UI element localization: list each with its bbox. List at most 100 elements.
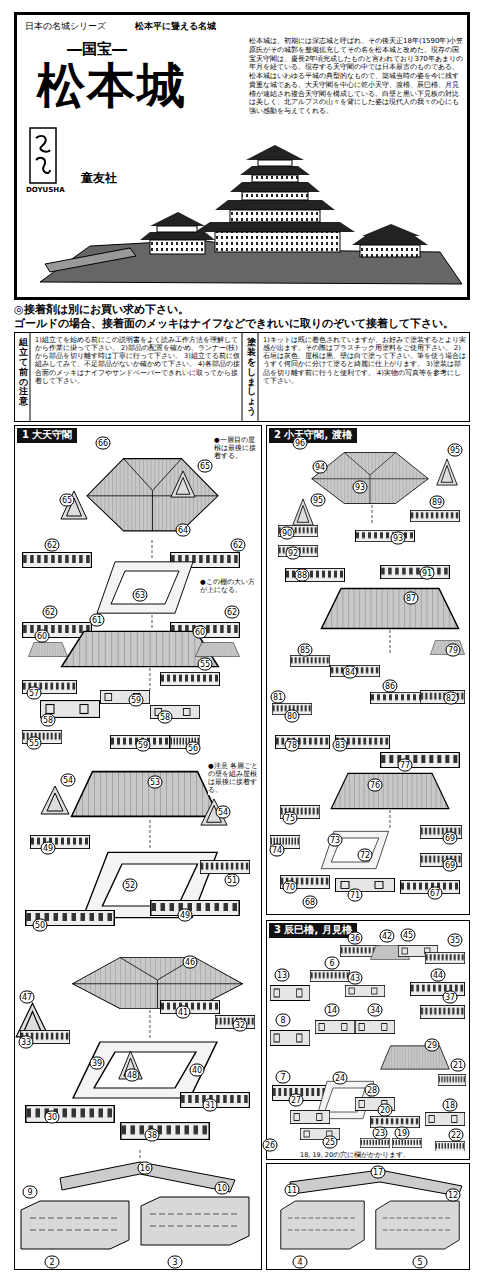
callout-number: 96 bbox=[293, 437, 308, 450]
callout-number: 4 bbox=[293, 1256, 308, 1269]
callout-number: 20 bbox=[378, 1104, 393, 1117]
callout-number: 12 bbox=[446, 1189, 461, 1202]
callout-number: 95 bbox=[448, 444, 463, 457]
callout-number: 69 bbox=[443, 832, 458, 845]
callout-number: 75 bbox=[283, 812, 298, 825]
callout-number: 94 bbox=[313, 461, 328, 474]
callout-number: 59 bbox=[136, 739, 151, 752]
callout-number: 73 bbox=[328, 834, 343, 847]
callout-number: 45 bbox=[401, 929, 416, 942]
callout-number: 93 bbox=[353, 481, 368, 494]
callout-number: 52 bbox=[123, 879, 138, 892]
callout-number: 93 bbox=[391, 532, 406, 545]
callout-number: 42 bbox=[380, 930, 395, 943]
callout-number: 32 bbox=[233, 1019, 248, 1032]
callout-number: 62 bbox=[45, 539, 60, 552]
callout-number: 66 bbox=[96, 437, 111, 450]
callout-number: 59 bbox=[129, 694, 144, 707]
callout-number: 19 bbox=[395, 1127, 410, 1140]
section-panel: 3 辰巳櫓, 月見櫓 bbox=[266, 920, 470, 1160]
callout-number: 26 bbox=[263, 1139, 278, 1152]
callout-number: 35 bbox=[448, 934, 463, 947]
callout-number: 85 bbox=[298, 644, 313, 657]
note-text: DOYUSHA bbox=[26, 186, 65, 195]
callout-number: 69 bbox=[443, 859, 458, 872]
callout-number: 92 bbox=[286, 547, 301, 560]
heading-text: 松本城 bbox=[37, 55, 187, 115]
callout-number: 8 bbox=[276, 1014, 291, 1027]
callout-number: 78 bbox=[285, 739, 300, 752]
callout-number: 62 bbox=[231, 539, 246, 552]
callout-number: 55 bbox=[27, 737, 42, 750]
callout-number: 41 bbox=[176, 1006, 191, 1019]
callout-number: 25 bbox=[323, 1136, 338, 1149]
callout-number: 48 bbox=[125, 1069, 140, 1082]
callout-number: 46 bbox=[183, 956, 198, 969]
note-text: ●この棚の大い方が上になる。 bbox=[200, 578, 258, 594]
callout-number: 74 bbox=[270, 844, 285, 857]
callout-number: 87 bbox=[404, 592, 419, 605]
callout-number: 36 bbox=[348, 932, 363, 945]
callout-number: 65 bbox=[198, 460, 213, 473]
heading-text: 日本の名城シリーズ bbox=[25, 21, 106, 32]
callout-number: 70 bbox=[283, 881, 298, 894]
callout-number: 7 bbox=[276, 1071, 291, 1084]
callout-number: 17 bbox=[371, 1166, 386, 1179]
callout-number: 11 bbox=[285, 1184, 300, 1197]
callout-number: 58 bbox=[158, 711, 173, 724]
callout-number: 30 bbox=[45, 1111, 60, 1124]
note-text: ◎接着剤は別にお買い求め下さい。 bbox=[14, 303, 480, 317]
callout-number: 71 bbox=[348, 889, 363, 902]
callout-number: 24 bbox=[333, 1072, 348, 1085]
heading-text: 松本平に聳える名城 bbox=[135, 21, 216, 32]
callout-number: 51 bbox=[225, 874, 240, 887]
title-panel: 日本の名城シリーズ松本平に聳える名城―国宝―松本城童友社松本城は、初期には深志城… bbox=[14, 12, 470, 300]
callout-number: 18 bbox=[443, 1099, 458, 1112]
callout-number: 90 bbox=[280, 527, 295, 540]
body-text: 1)キットは既に着色されていますが、お好みで塗装するとより実感が出ます。その際は… bbox=[263, 336, 466, 385]
callout-number: 95 bbox=[311, 494, 326, 507]
callout-number: 50 bbox=[33, 919, 48, 932]
section-heading: 1 大天守閣 bbox=[17, 428, 77, 443]
note-text: 18, 19, 20の穴に欄がかかります。 bbox=[300, 1151, 465, 1159]
callout-number: 13 bbox=[275, 969, 290, 982]
callout-number: 5 bbox=[413, 1256, 428, 1269]
callout-number: 62 bbox=[225, 606, 240, 619]
callout-number: 2 bbox=[45, 1256, 60, 1269]
callout-number: 86 bbox=[383, 680, 398, 693]
callout-number: 55 bbox=[198, 658, 213, 671]
callout-number: 49 bbox=[178, 909, 193, 922]
callout-number: 10 bbox=[215, 1182, 230, 1195]
callout-number: 3 bbox=[168, 1256, 183, 1269]
callout-number: 29 bbox=[425, 1039, 440, 1052]
callout-number: 33 bbox=[19, 1036, 34, 1049]
callout-number: 37 bbox=[443, 991, 458, 1004]
callout-number: 22 bbox=[449, 1129, 464, 1142]
callout-number: 83 bbox=[333, 739, 348, 752]
vertical-heading: 塗装をしましょう bbox=[247, 338, 256, 417]
callout-number: 39 bbox=[90, 1057, 105, 1070]
callout-number: 64 bbox=[176, 524, 191, 537]
callout-number: 38 bbox=[145, 1129, 160, 1142]
callout-number: 81 bbox=[271, 691, 286, 704]
callout-number: 23 bbox=[373, 1127, 388, 1140]
section-heading: 2 小天守閣, 渡櫓 bbox=[269, 428, 357, 443]
callout-number: 54 bbox=[216, 806, 231, 819]
section-heading: 3 辰巳櫓, 月見櫓 bbox=[269, 923, 357, 938]
callout-number: 89 bbox=[430, 496, 445, 509]
callout-number: 49 bbox=[41, 842, 56, 855]
callout-number: 6 bbox=[325, 957, 340, 970]
callout-number: 57 bbox=[27, 687, 42, 700]
note-text: ●注意 各層ごとの壁を組み屋根は最後に接着する。 bbox=[208, 762, 260, 795]
callout-number: 77 bbox=[398, 759, 413, 772]
callout-number: 40 bbox=[190, 1064, 205, 1077]
callout-number: 34 bbox=[368, 1004, 383, 1017]
callout-number: 65 bbox=[60, 494, 75, 507]
callout-number: 67 bbox=[428, 887, 443, 900]
callout-number: 91 bbox=[420, 567, 435, 580]
callout-number: 68 bbox=[303, 896, 318, 909]
callout-number: 62 bbox=[43, 606, 58, 619]
callout-number: 31 bbox=[203, 1099, 218, 1112]
callout-number: 43 bbox=[348, 972, 363, 985]
